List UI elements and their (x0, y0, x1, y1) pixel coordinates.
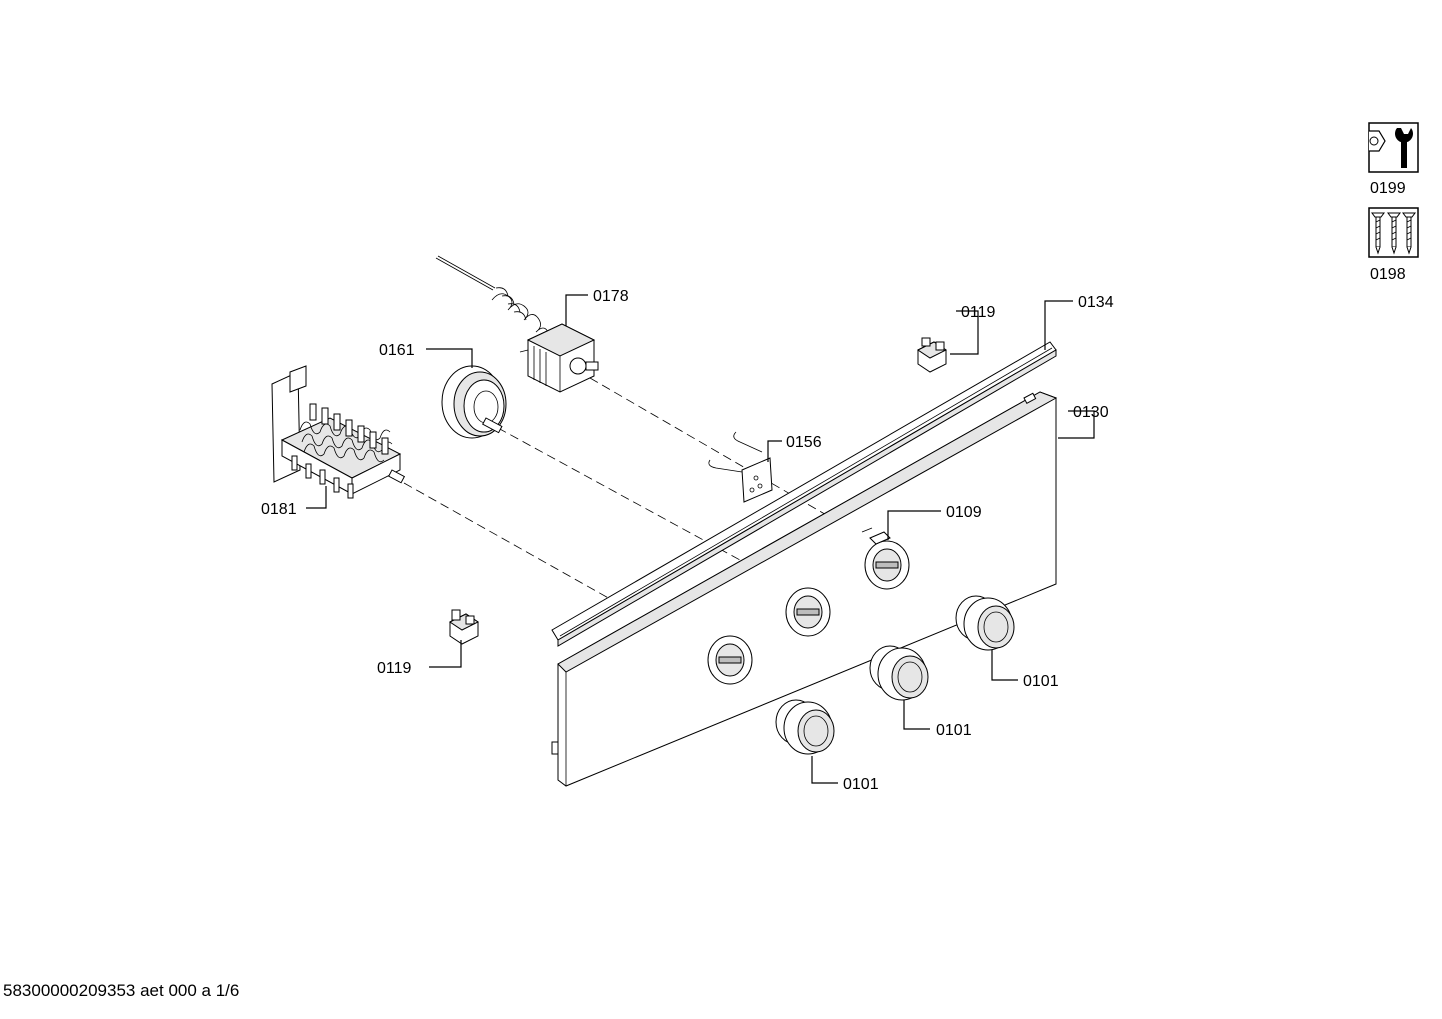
pulley-part (441, 365, 507, 439)
side-icon-label-0198: 0198 (1370, 266, 1406, 283)
side-icon-label-0199: 0199 (1370, 180, 1406, 197)
callout-0119-top: 0119 (961, 304, 996, 321)
indicator-part (861, 527, 891, 545)
tool-wrench-icon[interactable] (1368, 122, 1419, 173)
clip-part-bottom (449, 609, 479, 645)
callout-0134: 0134 (1078, 294, 1114, 311)
screws-icon[interactable] (1368, 207, 1419, 258)
clip-part-top (917, 337, 947, 373)
callout-0101-right: 0101 (1023, 673, 1059, 690)
callout-0181: 0181 (261, 501, 297, 518)
knob-part-right (955, 595, 1015, 651)
alignment-lines (403, 377, 836, 601)
panel-knob-seat-2 (785, 587, 831, 637)
panel-knob-seat-1 (707, 635, 753, 685)
knob-part-middle (869, 645, 929, 701)
panel-knob-seat-3 (864, 540, 910, 590)
callout-0161: 0161 (379, 342, 415, 359)
terminal-board-part (708, 431, 773, 503)
callout-labels: 0178 0161 0181 0156 0119 0134 0130 0109 … (261, 288, 1114, 793)
thermostat-part (435, 255, 599, 393)
callout-0119-bottom: 0119 (377, 660, 412, 677)
trim-strip-part (551, 341, 1057, 647)
callout-0101-left: 0101 (843, 776, 879, 793)
callout-0109: 0109 (946, 504, 982, 521)
callout-0178: 0178 (593, 288, 629, 305)
callout-0156: 0156 (786, 434, 822, 451)
knob-part-left (775, 699, 835, 755)
leader-lines (306, 294, 1095, 784)
callout-0101-middle: 0101 (936, 722, 972, 739)
document-footer: 58300000209353 aet 000 a 1/6 (3, 981, 240, 1000)
switch-contacts (291, 403, 389, 499)
callout-0130: 0130 (1073, 404, 1109, 421)
selector-switch-part (271, 365, 406, 499)
control-panel-part (551, 391, 1058, 787)
